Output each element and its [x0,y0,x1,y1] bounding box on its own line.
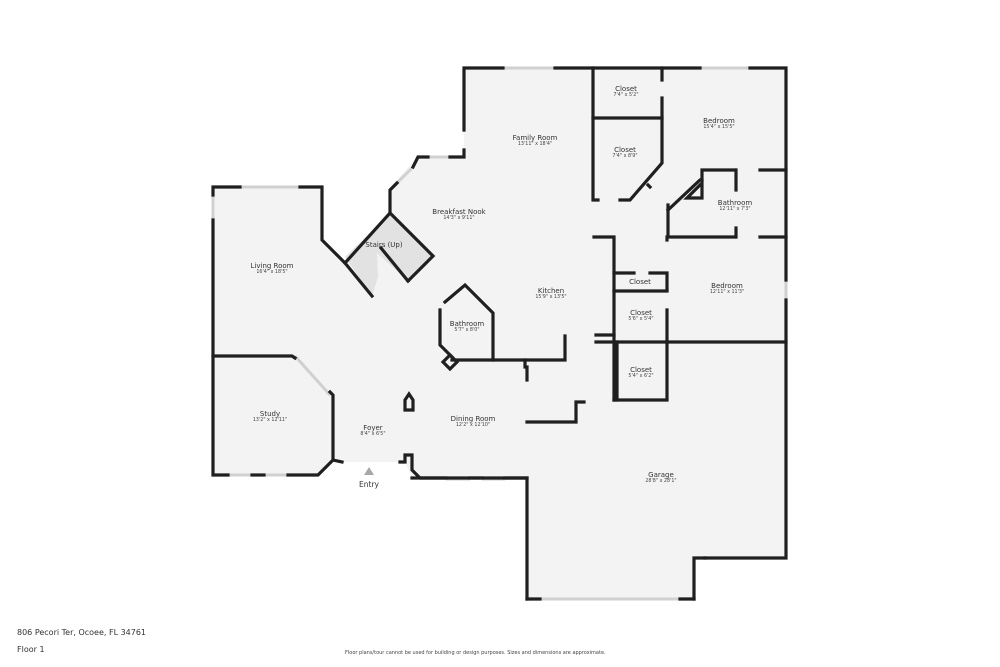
room-name: Closet [630,366,652,375]
room-dimensions: 15'4" x 15'5" [703,125,735,131]
room-name: Bathroom [449,320,485,329]
room-closet-5: Closet 5'4" x 6'2" [628,366,653,380]
room-name: Bathroom [717,199,753,208]
walls [211,66,788,601]
room-dimensions: 7'4" x 8'9" [612,154,638,160]
room-breakfast-nook: Breakfast Nook 14'3" x 9'11" [432,208,485,222]
room-bedroom-1: Bedroom 15'4" x 15'5" [703,117,735,131]
room-foyer: Foyer 8'4" x 6'5" [360,424,385,438]
room-name: Closet [629,277,651,286]
room-dimensions: 8'4" x 6'5" [360,432,386,438]
room-name: Bedroom [711,282,743,291]
room-name: Family Room [512,134,558,143]
room-name: Closet [630,309,652,318]
room-closet-2: Closet 7'4" x 8'9" [612,146,637,160]
entry-label: Entry [359,480,379,489]
room-bedroom-2: Bedroom 12'11" x 11'3" [710,282,744,296]
room-family-room: Family Room 13'11" x 18'4" [513,134,558,148]
room-dimensions: 12'11" x 11'3" [709,290,745,296]
room-dimensions: 13'11" x 18'4" [517,142,553,148]
room-bathroom-1: Bathroom 12'11" x 7'3" [718,199,752,213]
room-dimensions: 5'6" x 5'4" [628,317,654,323]
room-name: Closet [614,146,636,155]
stairs [345,213,433,296]
room-dining-room: Dining Room 12'2" x 12'10" [451,415,496,429]
room-dimensions: 16'4" x 18'5" [256,270,288,276]
room-dimensions: 5'7" x 8'0" [454,328,480,334]
room-garage: Garage 28'8" x 28'1" [645,471,676,485]
room-dimensions: 15'9" x 13'5" [535,295,567,301]
room-study: Study 13'2" x 12'11" [253,410,287,424]
room-dimensions: 28'8" x 28'1" [645,479,677,485]
room-name: Living Room [250,262,294,271]
room-stairs: Stairs (Up) [365,241,402,249]
room-dimensions: 7'4" x 5'2" [613,93,639,99]
room-name: Study [259,410,281,419]
entry-arrow-icon [364,467,374,475]
disclaimer: Floor plans/tour cannot be used for buil… [345,650,606,656]
room-closet-3: Closet [629,278,651,286]
room-closet-4: Closet 5'6" x 5'4" [628,309,653,323]
room-name: Bedroom [703,117,735,126]
room-name: Breakfast Nook [432,208,486,217]
room-dimensions: 13'2" x 12'11" [252,418,288,424]
room-closet-1: Closet 7'4" x 5'2" [613,85,638,99]
property-address: 806 Pecori Ter, Ocoee, FL 34761 [17,628,147,637]
room-dimensions: 14'3" x 9'11" [443,216,475,222]
room-living-room: Living Room 16'4" x 18'5" [251,262,294,276]
room-kitchen: Kitchen 15'9" x 13'5" [535,287,566,301]
room-name: Dining Room [450,415,496,424]
floor-fill [213,68,786,599]
room-name: Foyer [363,424,383,433]
room-bathroom-2: Bathroom 5'7" x 8'0" [450,320,484,334]
room-dimensions: 12'11" x 7'3" [719,207,751,213]
room-name: Closet [615,85,637,94]
floor-label: Floor 1 [17,645,45,654]
room-name: Garage [648,471,674,480]
room-dimensions: 5'4" x 6'2" [628,374,654,380]
room-name: Stairs (Up) [365,240,403,249]
room-dimensions: 12'2" x 12'10" [455,423,491,429]
room-name: Kitchen [537,287,565,296]
